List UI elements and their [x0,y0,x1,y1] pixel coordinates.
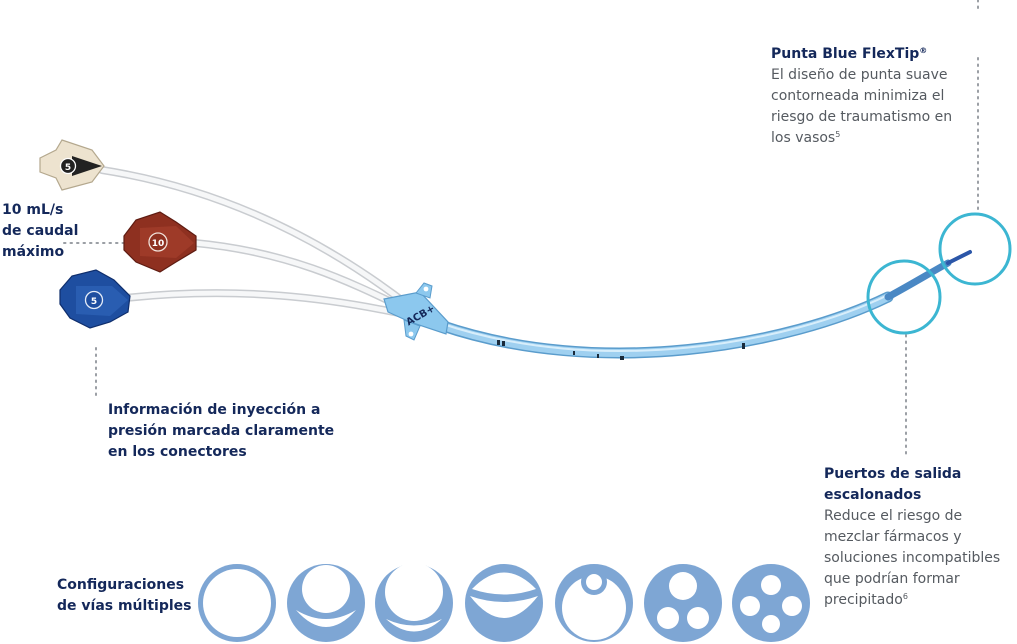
quad-lumen-icon [732,564,810,642]
connector-blue-badge [84,290,104,310]
configurations-label: Configuraciones de vías múltiples [57,575,197,617]
depth-mark [502,341,505,346]
depth-mark [597,354,599,358]
connector-red: 10 [123,211,197,273]
extension-tube-white-inner [99,167,411,308]
hub-wing-bottom [403,319,421,341]
extension-tube-blue-inner [122,290,411,318]
lumen-configurations [198,563,810,642]
tip-label-title: Punta Blue FlexTip® [771,46,928,62]
connector-blue: 5 [59,269,131,329]
depth-markings [497,340,745,360]
hub-wing-bottom-hole [408,331,414,337]
ports-title: Puertos de salida escalonados [824,466,962,503]
double-lumen-crescent-icon [465,564,543,642]
flow-rate-label: 10 mL/s de caudal máximo [2,200,86,263]
ports-highlight-ring [866,259,942,335]
leader-lines [63,0,979,456]
double-lumen-small-icon [287,564,365,642]
triple-lumen-icon [644,564,722,642]
injection-label: Información de inyección a presión marca… [108,400,358,463]
connector-red-number: 10 [152,239,165,249]
connector-blue-number: 5 [91,297,97,307]
injection-title: Información de inyección a presión marca… [108,402,335,460]
depth-mark [497,340,500,345]
double-lumen-round-icon [555,564,633,642]
tip-label-body: El diseño de punta suave contorneada min… [771,67,953,146]
flow-rate-title: 10 mL/s de caudal máximo [2,202,79,260]
connector-white-arrow [72,156,102,176]
hub-wing-top-hole [423,286,429,292]
depth-mark [573,351,575,355]
configurations-title: Configuraciones de vías múltiples [57,577,192,614]
catheter-body [434,250,972,359]
catheter-tip-end [946,250,972,265]
connector-white-badge [59,157,77,175]
tip-label: Punta Blue FlexTip® El diseño de punta s… [771,44,971,149]
highlight-rings [866,212,1012,335]
catheter-body-highlight [439,294,889,352]
connector-white-number: 5 [65,163,71,173]
double-lumen-large-icon [375,563,453,642]
depth-mark [620,356,624,360]
ports-body: Reduce el riesgo de mezclar fármacos y s… [824,508,1001,608]
connector-white: 5 [39,139,105,191]
tip-highlight-ring [938,212,1012,286]
single-lumen-icon [198,564,276,642]
hub-wing-top [415,282,433,299]
ports-label: Puertos de salida escalonados Reduce el … [824,464,1017,611]
catheter-hub: ACB+ [383,282,449,341]
catheter-body-fill [436,293,892,357]
connector-red-badge [148,232,168,252]
depth-mark [742,343,745,349]
